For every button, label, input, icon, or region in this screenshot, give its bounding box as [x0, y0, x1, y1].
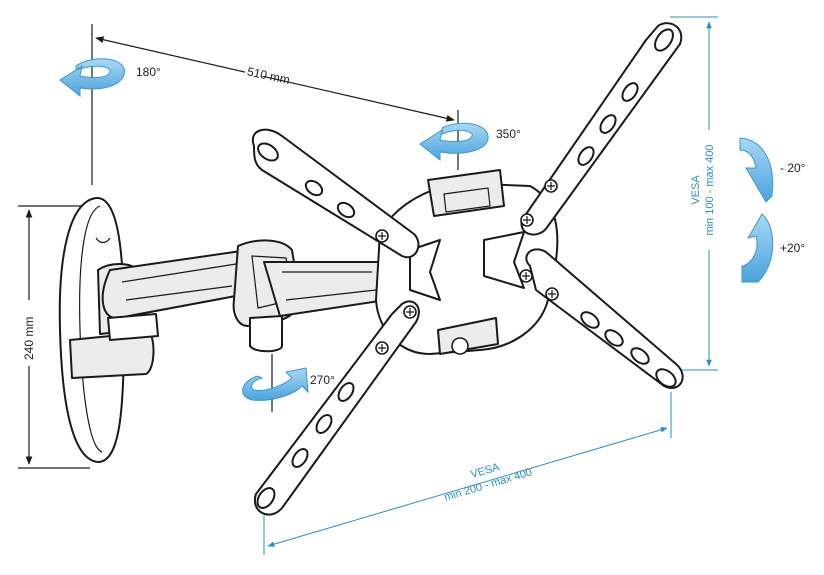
vesa-arm-top-left: [251, 128, 420, 259]
vesa-vertical-range: min 100 - max 400: [704, 144, 716, 235]
height-label: 240 mm: [22, 317, 36, 360]
tilt-down-indicator: +20°: [741, 213, 805, 283]
vesa-arm-bottom-right: [519, 248, 684, 389]
rotation-180-label: 180°: [136, 65, 161, 79]
tilt-down-label: +20°: [780, 241, 805, 255]
vesa-vertical-dimension: VESA min 100 - max 400: [670, 16, 724, 371]
vesa-vertical-title: VESA: [690, 175, 702, 205]
arm-length-dimension: 510 mm: [91, 24, 459, 185]
tilt-up-label: - 20°: [780, 161, 806, 175]
tilt-up-indicator: - 20°: [739, 137, 806, 203]
rotation-350-indicator: 350°: [419, 122, 521, 162]
wall-plate: [58, 196, 155, 463]
rotation-270-indicator: 270°: [242, 354, 335, 412]
swing-arm: [101, 239, 387, 353]
rotation-180-indicator: 180°: [59, 58, 161, 98]
center-plate: [375, 169, 559, 355]
rotation-270-label: 270°: [310, 373, 335, 387]
height-dimension: 240 mm: [18, 205, 90, 469]
vesa-arm-top-right: [520, 22, 683, 236]
vesa-arm-bottom-left: [253, 300, 420, 516]
rotation-350-label: 350°: [496, 127, 521, 141]
